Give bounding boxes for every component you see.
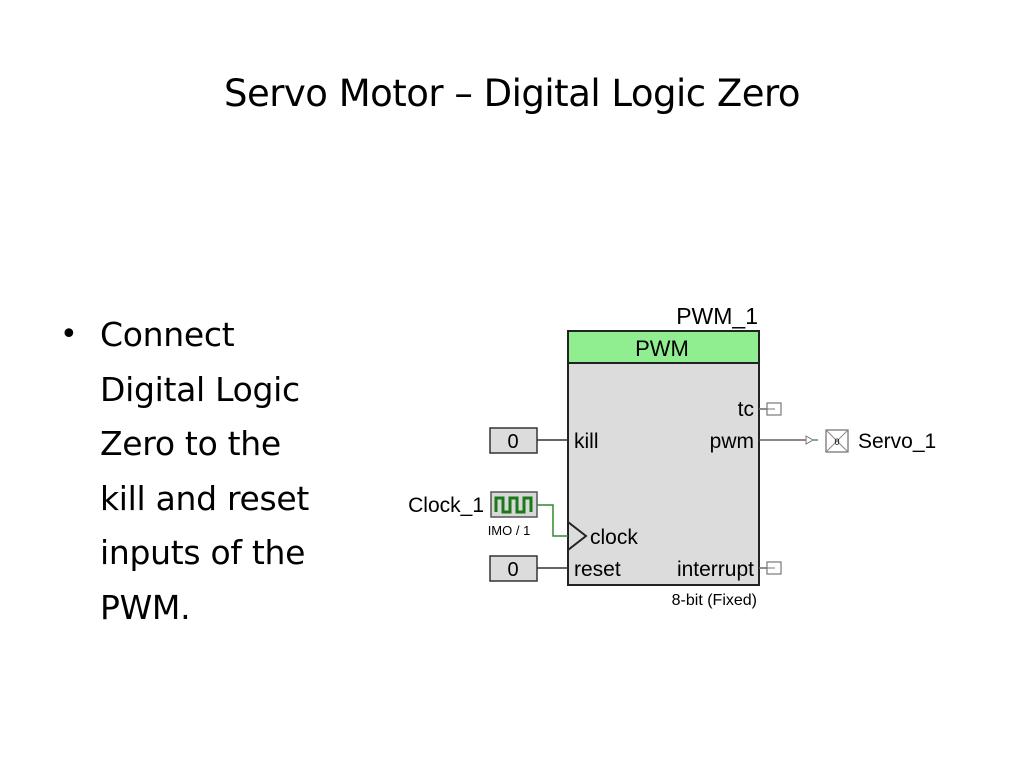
pin-label-tc: tc <box>738 398 754 421</box>
bullet-item: • Connect Digital Logic Zero to the kill… <box>58 308 358 635</box>
tc-terminal[interactable] <box>759 402 782 416</box>
output-pin-name: Servo_1 <box>858 430 936 453</box>
component-instance-name: PWM_1 <box>676 303 758 329</box>
pin-label-kill: kill <box>574 430 599 453</box>
output-pin-marker: 0 <box>834 437 839 447</box>
component-header <box>567 330 760 364</box>
pin-label-interrupt: interrupt <box>677 558 754 581</box>
clock-source[interactable] <box>490 491 538 518</box>
logic-zero-box <box>489 427 538 454</box>
pin-label-reset: reset <box>574 558 621 581</box>
interrupt-terminal[interactable] <box>759 561 782 575</box>
logic-zero-reset[interactable]: 0 <box>489 555 538 582</box>
bullet-line: Digital Logic <box>100 369 300 409</box>
pwm-component[interactable]: PWM tc kill pwm clock reset interrupt <box>567 330 760 586</box>
clock-input-triangle-icon <box>567 521 588 551</box>
output-pin[interactable]: 0 <box>825 429 849 453</box>
logic-zero-value: 0 <box>507 431 518 453</box>
component-footer-label: 8-bit (Fixed) <box>672 592 757 609</box>
component-body <box>567 362 760 586</box>
slide-title: Servo Motor – Digital Logic Zero <box>223 72 801 115</box>
bullet-line: Zero to the <box>100 424 281 463</box>
pin-cross-b <box>825 429 849 453</box>
clock-source-name: Clock_1 <box>408 494 484 517</box>
square-wave-icon <box>494 496 533 514</box>
output-arrow-icon <box>805 435 815 445</box>
bullet-list: • Connect Digital Logic Zero to the kill… <box>58 308 358 635</box>
bullet-line: Connect <box>100 315 235 354</box>
clock-source-sublabel: IMO / 1 <box>488 523 531 538</box>
component-type-label: PWM <box>635 336 689 361</box>
bullet-line: kill and reset <box>100 478 310 518</box>
logic-zero-value: 0 <box>507 559 518 581</box>
bullet-line: PWM. <box>100 587 191 627</box>
bullet-line: inputs of the <box>100 533 306 572</box>
pin-label-pwm: pwm <box>710 430 754 453</box>
bullet-dot-icon: • <box>60 317 78 352</box>
clock-wire[interactable] <box>537 504 568 537</box>
pin-label-clock: clock <box>590 526 638 549</box>
logic-zero-kill[interactable]: 0 <box>489 427 538 454</box>
